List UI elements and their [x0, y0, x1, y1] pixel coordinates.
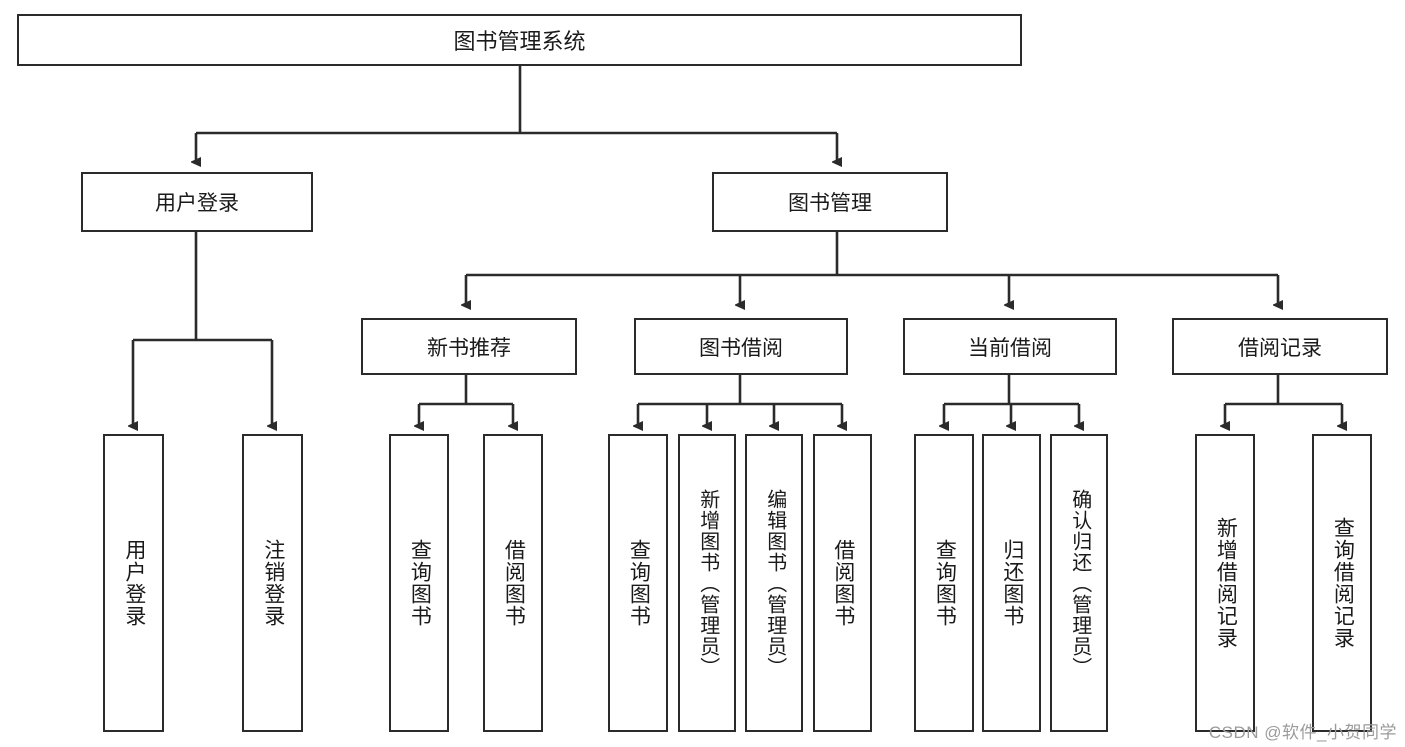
node-leaf-add-book-label: 新增图书（管理员） [696, 488, 719, 678]
node-book-management[interactable]: 图书管理 [712, 172, 948, 232]
node-leaf-logout[interactable]: 注销登录 [242, 434, 303, 732]
node-leaf-borrow-book-2-label: 借阅图书 [831, 539, 855, 627]
node-leaf-edit-book[interactable]: 编辑图书（管理员） [745, 434, 803, 732]
node-leaf-add-book[interactable]: 新增图书（管理员） [678, 434, 736, 732]
node-leaf-edit-book-label: 编辑图书（管理员） [763, 488, 786, 678]
node-leaf-query-book-1-label: 查询图书 [408, 539, 432, 627]
node-leaf-borrow-book-1[interactable]: 借阅图书 [483, 434, 543, 732]
node-book-borrow-label: 图书借阅 [699, 336, 783, 360]
node-borrow-record-label: 借阅记录 [1238, 336, 1322, 360]
node-leaf-query-book-2-label: 查询图书 [627, 539, 651, 627]
node-current-borrow[interactable]: 当前借阅 [903, 318, 1117, 375]
node-leaf-return-book-label: 归还图书 [1000, 539, 1024, 627]
node-leaf-query-record[interactable]: 查询借阅记录 [1312, 434, 1372, 732]
node-book-management-label: 图书管理 [788, 192, 872, 215]
node-leaf-user-login[interactable]: 用户登录 [103, 434, 164, 732]
node-leaf-user-login-label: 用户登录 [122, 539, 146, 627]
node-leaf-query-book-1[interactable]: 查询图书 [389, 434, 449, 732]
node-leaf-confirm-return-label: 确认归还（管理员） [1068, 488, 1091, 678]
watermark-text: CSDN @软件_小贺同学 [1208, 723, 1397, 742]
node-leaf-query-book-3-label: 查询图书 [933, 539, 957, 627]
node-borrow-record[interactable]: 借阅记录 [1172, 318, 1388, 375]
node-user-login-label: 用户登录 [155, 192, 239, 215]
node-new-book-recommend[interactable]: 新书推荐 [361, 318, 577, 375]
node-book-borrow[interactable]: 图书借阅 [634, 318, 848, 375]
node-leaf-query-book-2[interactable]: 查询图书 [608, 434, 668, 732]
node-leaf-borrow-book-1-label: 借阅图书 [502, 539, 526, 627]
node-leaf-add-record[interactable]: 新增借阅记录 [1195, 434, 1255, 732]
node-leaf-borrow-book-2[interactable]: 借阅图书 [813, 434, 872, 732]
node-root-label: 图书管理系统 [453, 29, 586, 54]
node-user-login[interactable]: 用户登录 [81, 172, 313, 232]
node-current-borrow-label: 当前借阅 [968, 336, 1052, 360]
node-leaf-confirm-return[interactable]: 确认归还（管理员） [1050, 434, 1108, 732]
node-leaf-query-book-3[interactable]: 查询图书 [914, 434, 974, 732]
node-leaf-return-book[interactable]: 归还图书 [982, 434, 1041, 732]
node-new-book-recommend-label: 新书推荐 [427, 336, 511, 360]
node-leaf-logout-label: 注销登录 [261, 539, 285, 627]
node-leaf-add-record-label: 新增借阅记录 [1214, 517, 1238, 649]
node-leaf-query-record-label: 查询借阅记录 [1331, 517, 1355, 649]
node-root[interactable]: 图书管理系统 [17, 14, 1022, 66]
